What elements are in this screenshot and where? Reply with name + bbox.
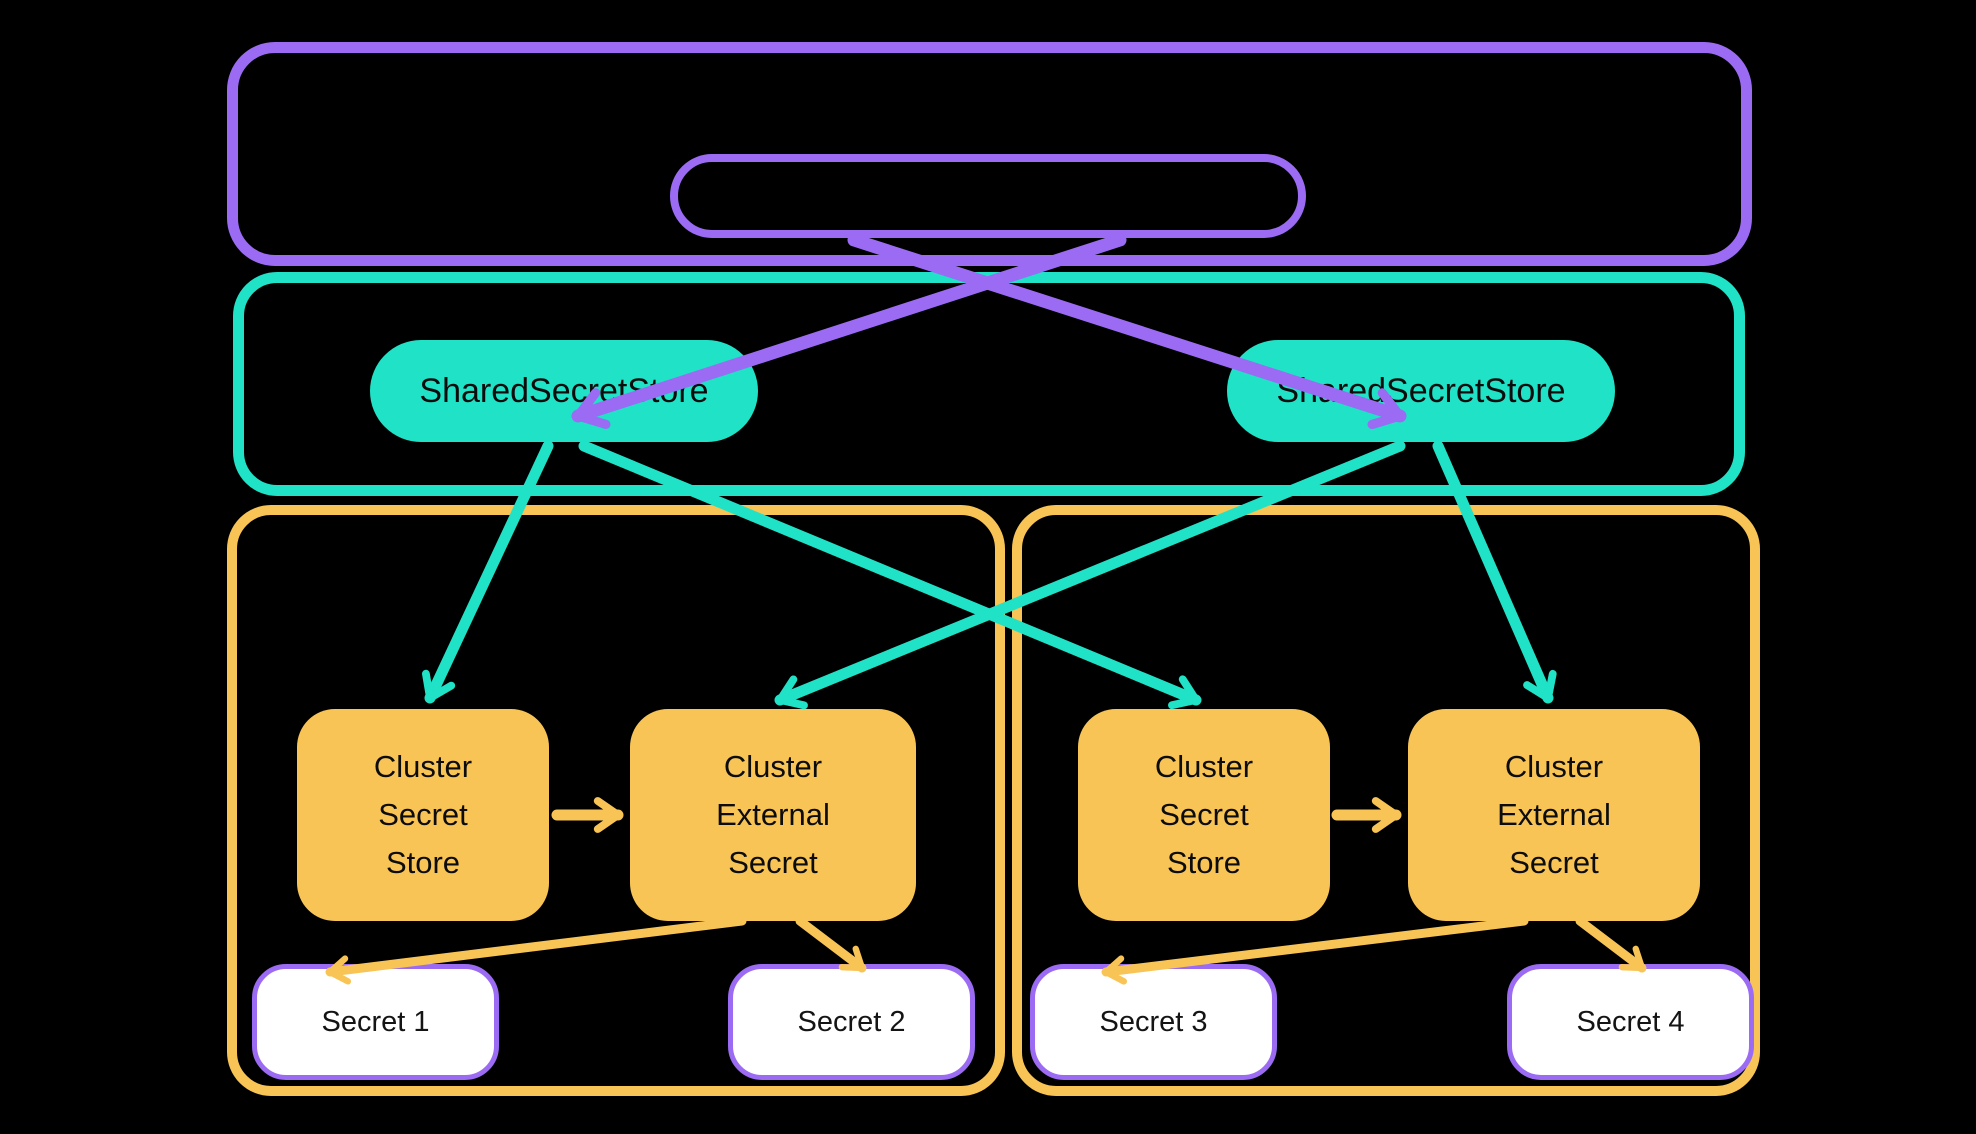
cluster-1-external-secret-box: Cluster External Secret: [630, 709, 916, 921]
secret-pill-2: Secret 2: [728, 964, 975, 1080]
secret-label: Secret 2: [797, 1005, 906, 1038]
box-line: Secret: [1159, 797, 1249, 832]
box-line: Secret: [1509, 845, 1599, 880]
management-inner-pill: [670, 154, 1306, 238]
shared-secret-store-pill-right: SharedSecretStore: [1227, 340, 1615, 442]
box-line: Cluster: [373, 749, 473, 784]
secret-pill-3: Secret 3: [1030, 964, 1277, 1080]
secret-pill-1: Secret 1: [252, 964, 499, 1080]
shared-secret-store-pill-left: SharedSecretStore: [370, 340, 758, 442]
secret-label: Secret 4: [1576, 1005, 1685, 1038]
secret-label: Secret 3: [1099, 1005, 1208, 1038]
box-line: External: [1497, 797, 1611, 832]
secret-pill-4: Secret 4: [1507, 964, 1754, 1080]
box-line: Cluster: [723, 749, 823, 784]
shared-secret-store-label: SharedSecretStore: [419, 371, 709, 410]
cluster-1-secret-store-box: Cluster Secret Store: [297, 709, 549, 921]
box-line: Store: [1166, 845, 1242, 880]
cluster-2-external-secret-box: Cluster External Secret: [1408, 709, 1700, 921]
box-line: Secret: [378, 797, 468, 832]
box-line: External: [716, 797, 830, 832]
box-line: Cluster: [1154, 749, 1254, 784]
secret-label: Secret 1: [321, 1005, 430, 1038]
box-line: Secret: [728, 845, 818, 880]
box-line: Cluster: [1504, 749, 1604, 784]
box-line: Store: [385, 845, 461, 880]
cluster-2-secret-store-box: Cluster Secret Store: [1078, 709, 1330, 921]
shared-secret-store-label: SharedSecretStore: [1276, 371, 1566, 410]
